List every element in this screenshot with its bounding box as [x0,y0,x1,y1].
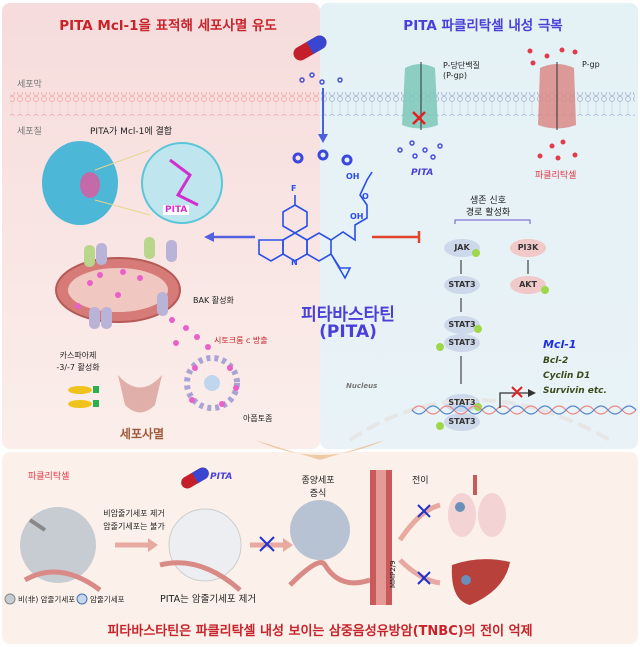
mmp-label: MMP2/9 [389,560,397,588]
pita-removes-label: PITA는 암줄기세포 제거 [160,594,257,605]
cytoplasm-label: 세포질 [17,127,42,137]
metastasis-label: 전이 [412,476,429,486]
dna-helix [411,405,637,415]
binding-label: PITA가 Mcl-1에 결합 [90,127,173,137]
drug-name: 피타바스타틴 [301,305,395,325]
glowing-pita-dots [292,149,353,166]
node-stat3: STAT3 [448,280,476,289]
paclitaxel-bottom-label: 파클리탁셀 [28,472,70,482]
pita-molecules [299,72,343,85]
lungs-icon [448,475,506,537]
step1-label-1: 비암줄기세포 제거 [103,509,165,518]
legend-icons [4,593,88,605]
apoptosome-label: 아폽토좀 [243,414,273,423]
cytochrome-release-label: 시토크롬 c 방출 [214,336,268,345]
tumor-with-paclitaxel [20,507,102,593]
proliferating-tumor [288,500,371,587]
legend-stem: 암줄기세포 [90,595,125,604]
atom-oh-2: OH [350,212,364,221]
drug-abbr: (PITA) [319,322,377,342]
cell-membrane-left [10,92,320,116]
pita-label: PITA [411,168,434,178]
binding-zoom-circle [141,142,223,224]
pgp-label-2: (P-gp) [443,71,467,80]
pathway-arrows [460,260,529,384]
node-stat3-dimer-b: STAT3 [448,338,476,347]
pitavastatin-structure [258,171,373,280]
transcription-arrow [499,392,530,408]
proliferation-label-1: 종양세포 [301,476,335,486]
proliferation-label-2: 증식 [309,489,327,499]
right-panel-title: PITA 파클리탁셀 내성 극복 [403,18,563,34]
pita-zoom-label: PITA [163,205,190,215]
atom-oh-1: OH [346,172,360,181]
node-stat3-nuclear-a: STAT3 [448,398,476,407]
pita-capsule-bottom [181,467,209,489]
step1-label-2: 암줄기세포는 불가 [103,522,165,531]
transition-arrow [255,440,385,460]
atom-n: N [291,258,298,267]
paclitaxel-label: 파클리탁셀 [535,171,577,181]
node-stat3-dimer-a: STAT3 [448,320,476,329]
node-pi3k: PI3K [517,243,539,252]
bak-mcl1-proteins [84,237,177,329]
pita-bottom-label: PITA [210,472,233,482]
pgp-label-1: P-당단백질 [443,61,480,70]
apoptosome [184,355,240,411]
node-stat3-nuclear-b: STAT3 [448,417,476,426]
node-jak: JAK [454,243,470,252]
survival-label-1: 생존 신호 [470,196,506,206]
gene-cyclin-d1: Cyclin D1 [543,371,591,381]
cytochrome-c-dots [75,269,211,350]
pgp-transporter-pita [402,62,438,130]
survival-label-2: 경로 활성화 [465,208,511,218]
liver-icon [451,559,510,605]
block-x-icon [417,571,431,585]
apoptosis-label: 세포사멸 [119,427,165,441]
pita-dots-right [397,140,443,160]
nucleus-envelope [348,398,611,442]
bottom-caption: 피타바스타틴은 파클리탁셀 내성 보이는 삼중음성유방암(TNBC)의 전이 억… [107,624,533,639]
left-panel [2,3,320,449]
atom-o: O [362,192,369,201]
block-x-icon [259,536,275,552]
capsule-icon [293,35,327,61]
mcl1-protein-surface [42,141,118,225]
node-akt: AKT [519,280,537,289]
pgp-transporter-paclitaxel [538,62,576,130]
bak-activation-label: BAK 활성화 [193,296,234,305]
left-panel-title: PITA Mcl-1을 표적해 세포사멸 유도 [59,18,277,34]
gene-survivin: Survivin etc. [543,386,607,396]
gene-bcl2: Bcl-2 [543,356,569,366]
pgp-label-short: P-gp [582,60,600,69]
nucleus-label: Nucleus [346,382,378,390]
cell-membrane-right [320,92,635,116]
apoptosis-arrow [118,375,162,413]
atom-f: F [291,184,297,193]
caspase-icons [68,386,99,408]
tumor-treated [159,508,242,592]
paclitaxel-stars [527,47,578,161]
caspase-label-2: -3/-7 활성화 [56,363,100,372]
membrane-label: 세포막 [17,80,42,90]
caspase-label-1: 카스파아제 [59,351,97,360]
legend-non-stem: 비(非) 암줄기세포 [18,595,76,604]
block-x-icon [417,504,431,518]
block-x-icon [511,386,523,398]
metastasis-arrow-liver [398,558,441,586]
gene-mcl1: Mcl-1 [543,338,577,351]
pathway-bracket [454,219,531,224]
